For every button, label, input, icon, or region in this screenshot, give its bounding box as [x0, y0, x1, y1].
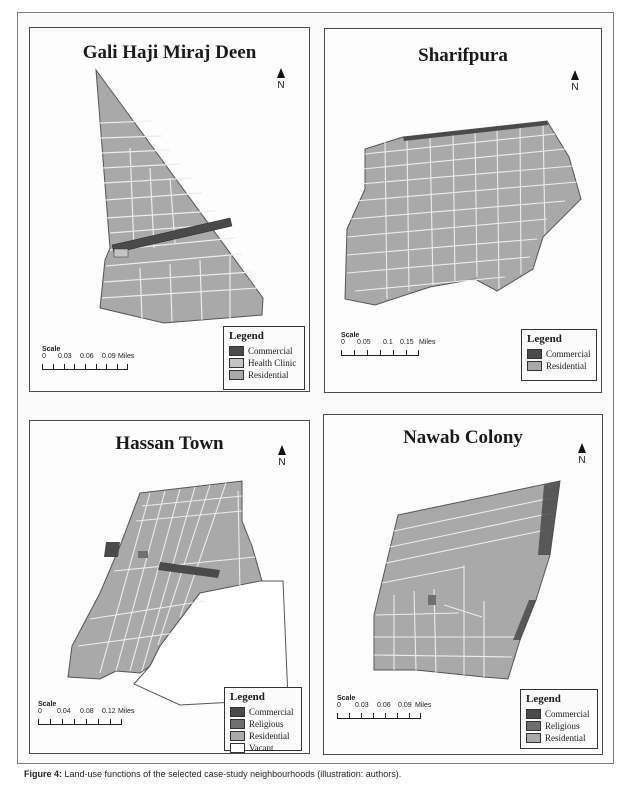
neighbourhood-shape — [95, 68, 264, 324]
commercial-swatch — [527, 349, 542, 359]
nawab-colony-map — [373, 480, 561, 680]
plot-lines — [77, 482, 256, 674]
commercial-swatch — [229, 346, 244, 356]
commercial-strip — [513, 600, 536, 640]
hassan-town-map — [67, 480, 289, 706]
plot-lines — [99, 120, 259, 322]
north-arrow-icon: N — [274, 445, 290, 468]
residential-swatch — [229, 370, 244, 380]
residential-swatch — [527, 361, 542, 371]
religious-parcel — [138, 551, 148, 558]
neighbourhood-shape — [373, 480, 561, 680]
north-arrow-icon: N — [567, 70, 583, 93]
commercial-swatch — [526, 709, 541, 719]
commercial-strip — [158, 562, 220, 578]
legend-box: Legend Commercial Health Clinic Resident… — [223, 326, 305, 390]
panel-title: Hassan Town — [115, 433, 224, 454]
plot-lines — [346, 122, 578, 300]
sharifpura-map — [344, 120, 582, 306]
north-arrow-icon: N — [273, 68, 289, 91]
residential-swatch — [526, 733, 541, 743]
commercial-strip — [104, 542, 120, 557]
religious-swatch — [230, 719, 245, 729]
health-clinic-swatch — [229, 358, 244, 368]
caption-label: Figure 4: — [24, 769, 63, 779]
panel-title: Nawab Colony — [403, 427, 523, 448]
panel-title: Sharifpura — [418, 45, 508, 66]
commercial-strip — [111, 217, 233, 254]
gali-haji-map — [95, 68, 264, 324]
panel-title: Gali Haji Miraj Deen — [82, 42, 257, 63]
vacant-swatch — [230, 743, 245, 753]
caption-text: Land-use functions of the selected case-… — [64, 769, 402, 779]
commercial-strip — [538, 481, 560, 555]
commercial-strip — [403, 121, 548, 141]
religious-swatch — [526, 721, 541, 731]
legend-box: Legend Commercial Religious Residential — [520, 689, 598, 749]
neighbourhood-shape — [344, 120, 582, 306]
vacant-area — [133, 580, 289, 706]
figure-caption: Figure 4: Land-use functions of the sele… — [24, 769, 401, 779]
legend-box: Legend Commercial Religious Residential … — [224, 687, 302, 753]
plot-lines — [373, 496, 557, 677]
legend-box: Legend Commercial Residential — [521, 329, 597, 381]
health-clinic-parcel — [113, 248, 129, 258]
religious-parcel — [428, 595, 436, 605]
north-arrow-icon: N — [574, 443, 590, 466]
commercial-swatch — [230, 707, 245, 717]
residential-swatch — [230, 731, 245, 741]
